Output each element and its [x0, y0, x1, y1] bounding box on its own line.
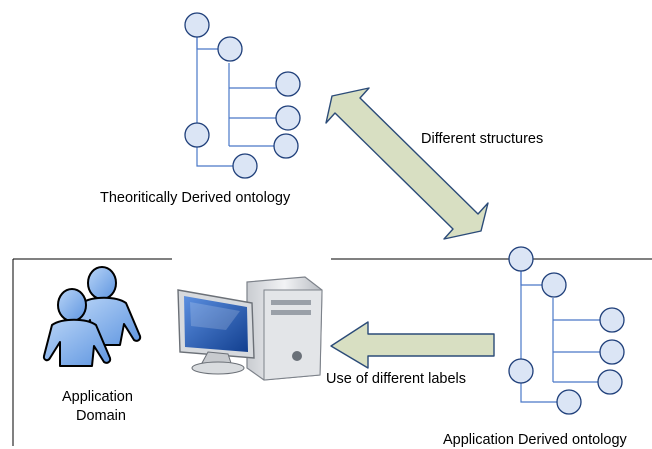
application-domain-label-line2: Domain [76, 408, 126, 424]
domain-frame [12, 258, 652, 446]
tree-node [275, 105, 301, 131]
different-labels-arrow [330, 321, 495, 369]
tree-node [597, 369, 623, 395]
theoretical-ontology-tree [184, 12, 301, 179]
tree-node [599, 307, 625, 333]
tree-nodes [508, 246, 625, 415]
tree-node [508, 246, 534, 272]
tree-node [184, 12, 210, 38]
tree-node [508, 358, 534, 384]
tree-connectors [520, 271, 600, 403]
computer-icon [177, 276, 323, 381]
tree-node [541, 272, 567, 298]
tree-node [273, 133, 299, 159]
tree-node [599, 339, 625, 365]
users-icon [42, 266, 142, 367]
theoretical-ontology-label: Theoritically Derived ontology [100, 190, 291, 206]
tree-node [217, 36, 243, 62]
application-ontology-label: Application Derived ontology [443, 432, 627, 448]
application-ontology-tree [508, 246, 625, 415]
different-structures-label: Different structures [421, 131, 544, 147]
tree-node [556, 389, 582, 415]
tree-node [184, 122, 210, 148]
tree-nodes [184, 12, 301, 179]
different-labels-label: Use of different labels [326, 371, 466, 387]
tree-node [232, 153, 258, 179]
tree-node [275, 71, 301, 97]
application-domain-label-line1: Application [62, 389, 133, 405]
tree-connectors [196, 37, 276, 167]
different-structures-arrow [325, 87, 489, 240]
